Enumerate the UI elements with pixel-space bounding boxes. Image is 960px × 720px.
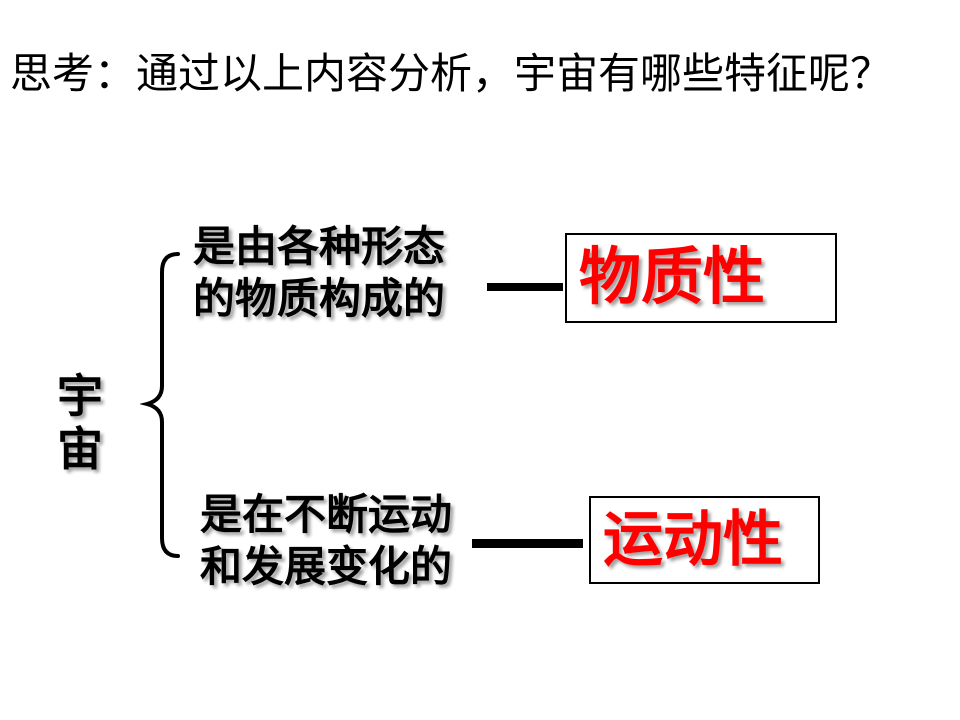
branch-1-desc-line-1: 是由各种形态 xyxy=(193,223,446,270)
branch-2-result-label: 运动性 xyxy=(603,506,783,573)
branch-1-desc-line-2: 的物质构成的 xyxy=(193,275,446,322)
branch-2-description: 是在不断运动 和发展变化的 xyxy=(200,489,452,593)
branch-2-desc-line-1: 是在不断运动 xyxy=(200,491,453,538)
branch-1-result-label: 物质性 xyxy=(579,243,766,312)
root-label-universe: 宇宙 xyxy=(57,370,103,475)
branch-1-description: 是由各种形态 的物质构成的 xyxy=(193,221,445,325)
slide-title: 思考：通过以上内容分析，宇宙有哪些特征呢？ xyxy=(10,52,893,98)
branch-2-desc-line-2: 和发展变化的 xyxy=(200,543,453,590)
branch-1-connector-line xyxy=(487,283,563,291)
branch-1-result-box: 物质性 xyxy=(565,233,837,323)
branch-2-result-box: 运动性 xyxy=(589,496,820,584)
left-brace-icon xyxy=(140,252,180,558)
branch-2-connector-line xyxy=(472,539,583,548)
